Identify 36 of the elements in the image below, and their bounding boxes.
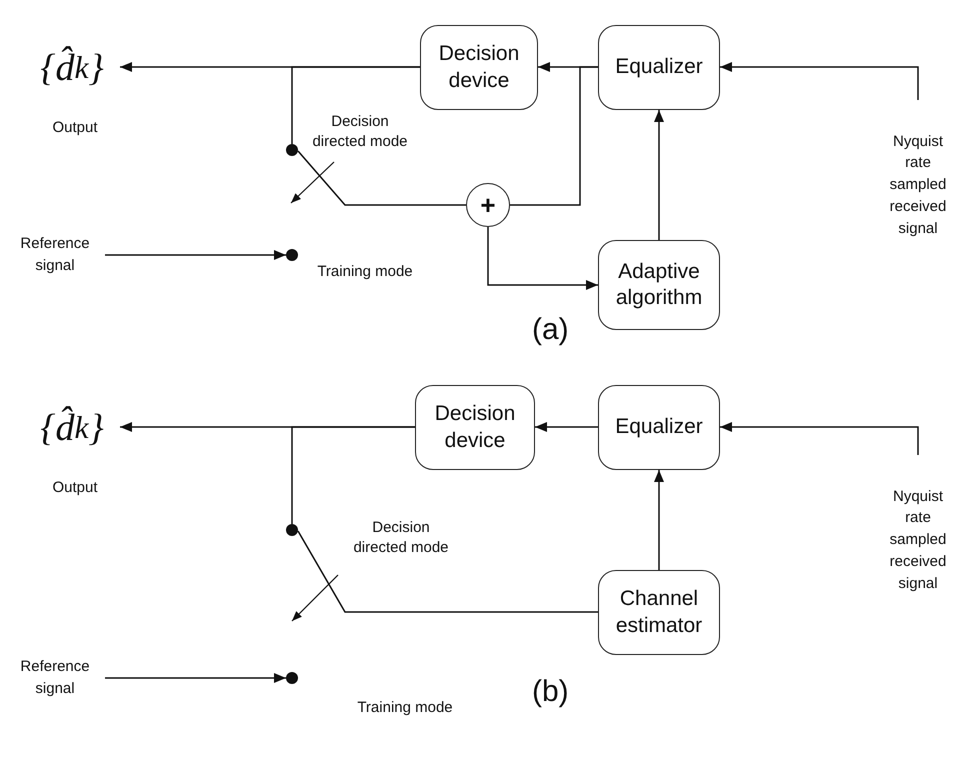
- arrow: [654, 110, 664, 240]
- signal-label: Nyquist rate sampled received signal: [880, 100, 956, 270]
- mode-label: Decision directed mode: [311, 112, 409, 152]
- mode-label: Decision directed mode: [352, 518, 450, 558]
- process-box: Equalizer: [598, 25, 720, 110]
- panel-label: (a): [532, 312, 569, 348]
- connector-line: [510, 66, 598, 206]
- process-box: Equalizer: [598, 385, 720, 470]
- signal-label: Reference signal: [5, 232, 105, 278]
- connector-line: [291, 66, 420, 144]
- switch-contact: [286, 144, 298, 156]
- arrow: [105, 250, 286, 260]
- arrow: [720, 62, 919, 100]
- connector-line: [297, 150, 466, 206]
- process-box: Adaptive algorithm: [598, 240, 720, 330]
- arrow: [105, 673, 286, 683]
- arrow: [720, 422, 919, 455]
- panel-label: (b): [532, 674, 569, 710]
- signal-label: Nyquist rate sampled received signal: [880, 455, 956, 625]
- switch-contact: [286, 249, 298, 261]
- process-box: Channel estimator: [598, 570, 720, 655]
- switch-contact: [286, 672, 298, 684]
- mode-label: Training mode: [356, 698, 454, 718]
- summing-junction: +: [466, 183, 510, 227]
- arrow: [654, 470, 664, 570]
- switch-contact: [286, 524, 298, 536]
- caption-text: Output: [51, 478, 99, 498]
- process-box: Decision device: [420, 25, 538, 110]
- connector-line: [291, 426, 415, 524]
- process-box: Decision device: [415, 385, 535, 470]
- signal-label: Reference signal: [5, 655, 105, 701]
- arrow: [535, 422, 598, 432]
- caption-text: Output: [51, 118, 99, 138]
- connector-line: [297, 530, 598, 613]
- mode-label: Training mode: [316, 262, 414, 282]
- arrow: [487, 227, 598, 290]
